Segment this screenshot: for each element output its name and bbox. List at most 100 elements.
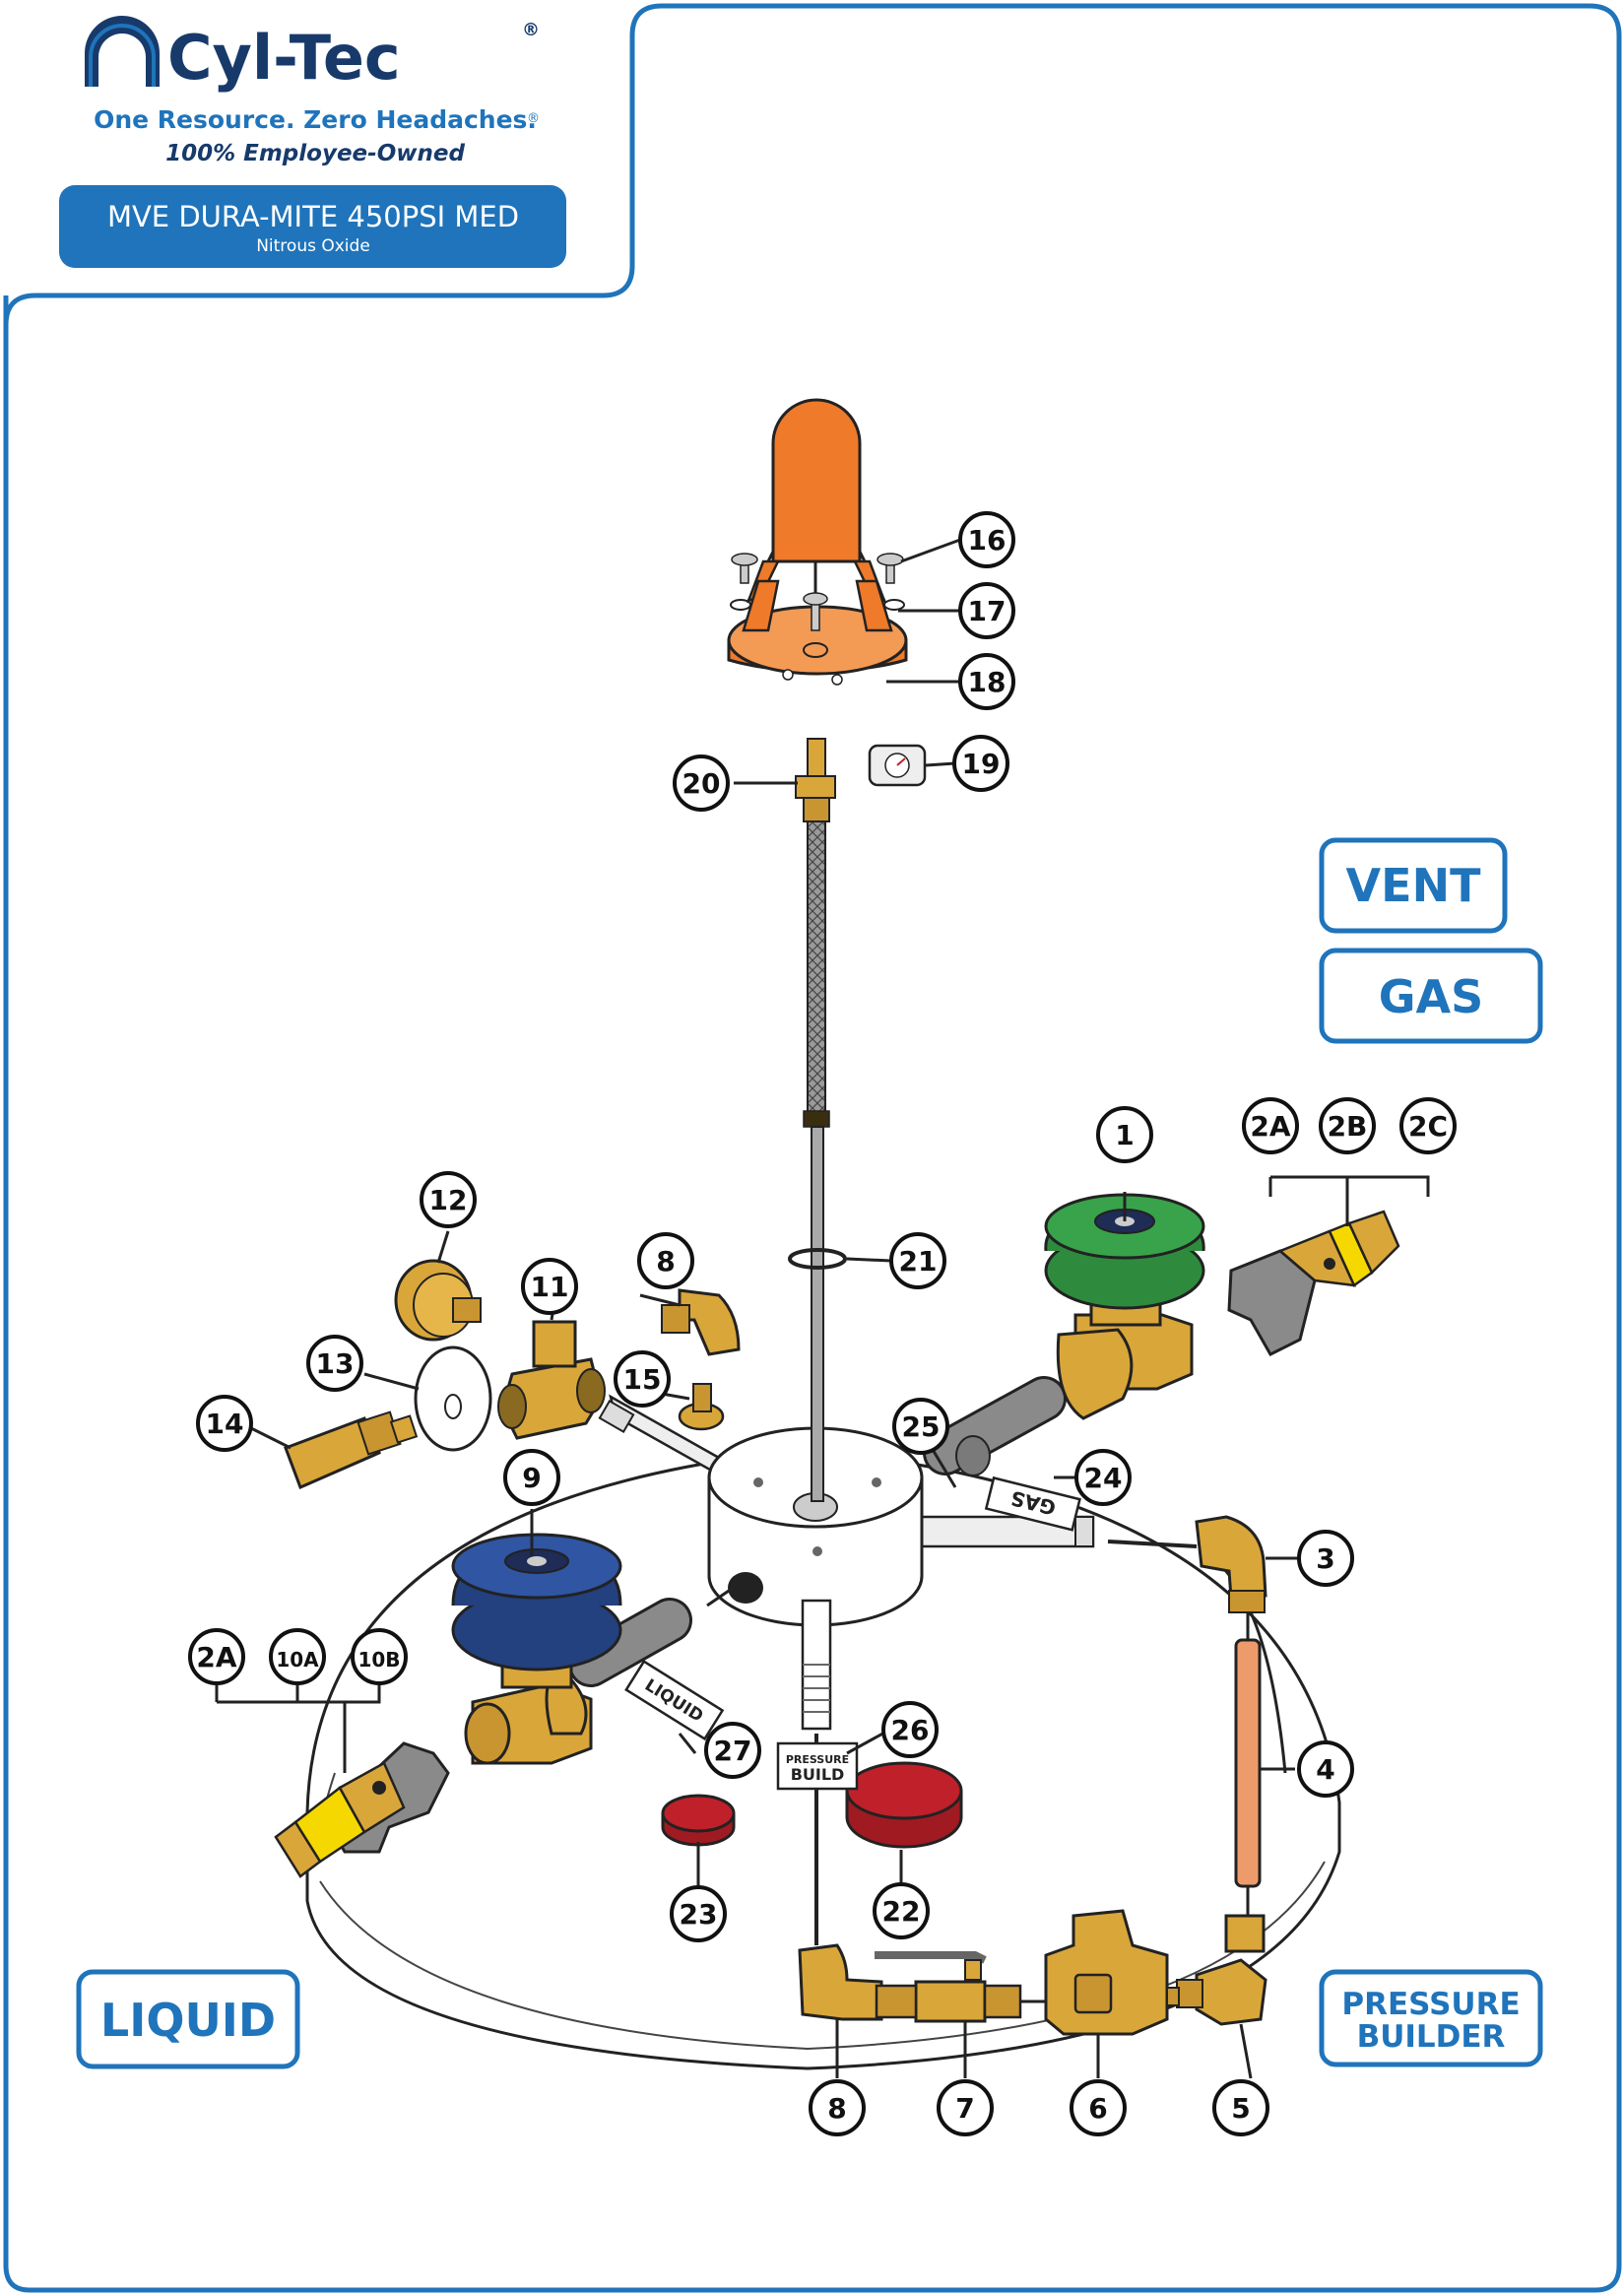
callout-label: 7 xyxy=(955,2092,974,2125)
callout-label: 17 xyxy=(968,595,1007,627)
callout-19: 19 xyxy=(952,735,1009,792)
callout-label: 24 xyxy=(1084,1462,1123,1494)
callout-label: 2B xyxy=(1328,1110,1368,1143)
cap-22 xyxy=(845,1761,963,1849)
pressure-builder-label-line2: BUILDER xyxy=(1357,2019,1506,2055)
callout-label: 18 xyxy=(968,666,1007,698)
logo-wordmark: Cyl-Tec xyxy=(167,22,401,94)
dip-tube-oring xyxy=(788,1248,847,1270)
callout-label: 10A xyxy=(276,1648,319,1672)
callout-8: 8 xyxy=(637,1232,694,1289)
copper-tube-4 xyxy=(1234,1638,1262,1888)
callout-label: 2C xyxy=(1408,1110,1448,1143)
callout-25: 25 xyxy=(892,1398,949,1455)
callout-26: 26 xyxy=(881,1701,939,1758)
pressure-build-tag: PRESSURE BUILD xyxy=(776,1741,859,1791)
ball-valve-7 xyxy=(875,1951,1046,2023)
dip-tube-rod xyxy=(811,1126,824,1502)
callout-label: 27 xyxy=(714,1735,752,1767)
callouts: 1 2A 2B 2C 3 4 5 6 7 8 8 9 2A 10A 10B 11 12 13 14 15 16 17 18 1… xyxy=(188,511,1457,2136)
callout-label: 6 xyxy=(1088,2092,1107,2125)
callout-24: 24 xyxy=(1074,1449,1132,1506)
liquid-valve xyxy=(451,1533,692,1765)
gas-tag: GAS xyxy=(984,1475,1081,1532)
ownership-line: 100% Employee-Owned xyxy=(165,141,465,166)
callout-14: 14 xyxy=(196,1395,253,1452)
product-title-banner xyxy=(59,185,566,268)
callout-10b: 10B xyxy=(351,1628,408,1685)
callout-label: 10B xyxy=(357,1648,400,1672)
callout-label: 11 xyxy=(531,1271,569,1303)
callout-12: 12 xyxy=(420,1171,477,1228)
callout-17: 17 xyxy=(958,582,1015,639)
callout-label: 5 xyxy=(1231,2092,1250,2125)
tube-fitting-20 xyxy=(795,738,836,822)
vent-label-box xyxy=(1319,837,1508,934)
callout-23: 23 xyxy=(670,1885,727,1942)
elbow-5 xyxy=(1176,1914,1267,2026)
callout-label: 4 xyxy=(1316,1753,1334,1786)
callout-6: 6 xyxy=(1070,2079,1127,2136)
callout-3: 3 xyxy=(1297,1530,1354,1587)
pressure-build-tag-line2: BUILD xyxy=(791,1765,845,1784)
callout-8: 8 xyxy=(809,2079,866,2136)
connector-14 xyxy=(284,1410,419,1490)
callout-label: 9 xyxy=(522,1462,541,1494)
cap-23 xyxy=(661,1794,736,1847)
callout-label: 2A xyxy=(196,1641,236,1673)
callout-label: 25 xyxy=(902,1410,941,1443)
callout-label: 20 xyxy=(682,767,721,800)
callout-label: 8 xyxy=(656,1245,675,1278)
callout-11: 11 xyxy=(521,1258,578,1315)
callout-label: 14 xyxy=(206,1408,244,1440)
callout-label: 22 xyxy=(882,1895,921,1928)
callout-16: 16 xyxy=(958,511,1015,568)
callout-2a: 2A xyxy=(1242,1097,1299,1154)
plug-12 xyxy=(394,1259,482,1342)
logo: Cyl-Tec ® xyxy=(85,16,540,94)
pressure-builder-label-box xyxy=(1319,1969,1543,2067)
callout-label: 23 xyxy=(680,1898,718,1931)
callout-18: 18 xyxy=(958,653,1015,710)
callout-1: 1 xyxy=(1096,1106,1153,1163)
callout-2c: 2C xyxy=(1399,1097,1457,1154)
callout-label: 21 xyxy=(899,1245,938,1278)
vent-label: VENT xyxy=(1346,859,1482,912)
pressure-builder-label-line1: PRESSURE xyxy=(1341,1987,1520,2022)
callout-label: 19 xyxy=(962,748,1001,780)
callout-27: 27 xyxy=(704,1722,761,1779)
liquid-label-box xyxy=(76,1969,300,2069)
callout-15: 15 xyxy=(614,1350,671,1408)
callout-label: 13 xyxy=(316,1347,355,1380)
callout-22: 22 xyxy=(873,1882,930,1939)
callout-label: 3 xyxy=(1316,1542,1334,1575)
gauge-19-icon xyxy=(868,744,927,787)
gas-label: GAS xyxy=(1379,970,1484,1023)
relief-valve-left xyxy=(274,1741,450,1878)
callout-label: 26 xyxy=(891,1714,930,1746)
gas-label-box xyxy=(1319,948,1543,1044)
callout-21: 21 xyxy=(889,1232,946,1289)
callout-2a: 2A xyxy=(188,1628,245,1685)
callout-label: 1 xyxy=(1115,1119,1134,1151)
callout-label: 15 xyxy=(623,1363,662,1396)
callout-13: 13 xyxy=(306,1335,363,1392)
brand-tagline-mark: ® xyxy=(527,111,540,126)
regulator-6 xyxy=(1044,1909,1180,2036)
product-subtitle: Nitrous Oxide xyxy=(256,236,370,256)
callout-label: 8 xyxy=(827,2092,846,2125)
elbow-8-top xyxy=(661,1288,741,1356)
callout-20: 20 xyxy=(673,754,730,812)
callout-9: 9 xyxy=(503,1449,560,1506)
elbow-8-bottom xyxy=(798,1943,918,2021)
relief-valve-top xyxy=(1227,1210,1400,1356)
callout-10a: 10A xyxy=(269,1628,326,1685)
callout-2b: 2B xyxy=(1319,1097,1376,1154)
tee-11 xyxy=(497,1320,606,1440)
plug-15 xyxy=(678,1383,725,1431)
callout-label: 2A xyxy=(1250,1110,1290,1143)
pressure-build-tag-line1: PRESSURE xyxy=(786,1753,849,1766)
callout-4: 4 xyxy=(1297,1740,1354,1798)
header-frame xyxy=(3,3,1622,2293)
